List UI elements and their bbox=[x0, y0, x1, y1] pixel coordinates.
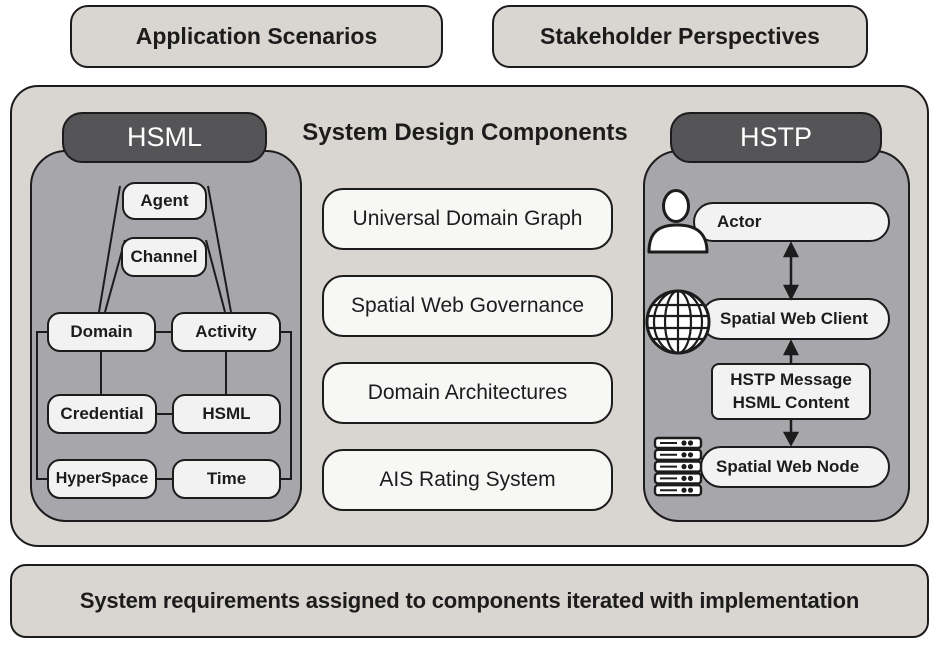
hsml-node-credential: Credential bbox=[47, 394, 157, 434]
hsml-panel: Agent Channel Domain Activity Credential… bbox=[30, 150, 302, 522]
arrow-actor-client bbox=[782, 241, 800, 301]
bottom-requirements-bar: System requirements assigned to componen… bbox=[10, 564, 929, 638]
stakeholder-perspectives-label: Stakeholder Perspectives bbox=[540, 23, 820, 49]
edge-agent-activity bbox=[207, 185, 232, 313]
credential-label: Credential bbox=[60, 404, 144, 423]
hsml-node-channel: Channel bbox=[121, 237, 207, 277]
agent-label: Agent bbox=[140, 191, 189, 210]
hsml-node-hsml: HSML bbox=[172, 394, 281, 434]
hsml-node-agent: Agent bbox=[122, 182, 207, 220]
component-label: Universal Domain Graph bbox=[352, 207, 583, 230]
component-universal-domain-graph: Universal Domain Graph bbox=[322, 188, 613, 250]
hyperspace-label: HyperSpace bbox=[55, 470, 149, 487]
server-icon bbox=[653, 436, 703, 497]
component-label: Spatial Web Governance bbox=[350, 294, 585, 317]
application-scenarios-label: Application Scenarios bbox=[135, 23, 378, 49]
arrow-client-message bbox=[782, 339, 800, 363]
hstp-client-pill: Spatial Web Client bbox=[700, 298, 890, 340]
hstp-node-pill: Spatial Web Node bbox=[700, 446, 890, 488]
hsml-node-domain: Domain bbox=[47, 312, 156, 352]
client-label: Spatial Web Client bbox=[720, 309, 868, 328]
hstp-message-line2: HSML Content bbox=[732, 392, 850, 412]
hstp-actor-pill: Actor bbox=[693, 202, 890, 242]
edge-domain-hyperspace-bracket bbox=[36, 331, 47, 480]
component-label: AIS Rating System bbox=[379, 468, 556, 491]
component-label: Domain Architectures bbox=[367, 381, 568, 404]
time-label: Time bbox=[206, 469, 247, 488]
node-label: Spatial Web Node bbox=[716, 457, 860, 476]
edge-agent-domain bbox=[98, 185, 121, 313]
channel-label: Channel bbox=[130, 247, 198, 266]
hstp-message-box: HSTP Message HSML Content bbox=[711, 363, 871, 420]
hsml-header: HSML bbox=[62, 112, 267, 163]
edge-activity-time-bracket bbox=[281, 331, 292, 480]
actor-label: Actor bbox=[717, 212, 762, 231]
hsml-node-label: HSML bbox=[202, 404, 251, 423]
hstp-message-line1: HSTP Message bbox=[730, 370, 852, 390]
component-domain-architectures: Domain Architectures bbox=[322, 362, 613, 424]
hsml-node-hyperspace: HyperSpace bbox=[47, 459, 157, 499]
hsml-node-activity: Activity bbox=[171, 312, 281, 352]
component-ais-rating-system: AIS Rating System bbox=[322, 449, 613, 511]
hstp-header-label: HSTP bbox=[739, 122, 812, 152]
domain-label: Domain bbox=[70, 322, 133, 341]
hsml-node-time: Time bbox=[172, 459, 281, 499]
bottom-requirements-label: System requirements assigned to componen… bbox=[79, 588, 860, 613]
hsml-header-label: HSML bbox=[126, 122, 202, 152]
arrow-message-node bbox=[782, 420, 800, 447]
stakeholder-perspectives-pill: Stakeholder Perspectives bbox=[492, 5, 868, 68]
hstp-panel: Actor Spatial Web Client HSTP Message HS… bbox=[643, 150, 910, 522]
component-spatial-web-governance: Spatial Web Governance bbox=[322, 275, 613, 337]
edge-channel-activity bbox=[205, 239, 226, 313]
activity-label: Activity bbox=[195, 322, 257, 341]
hstp-header: HSTP bbox=[670, 112, 882, 163]
application-scenarios-pill: Application Scenarios bbox=[70, 5, 443, 68]
system-design-title: System Design Components bbox=[302, 119, 628, 146]
